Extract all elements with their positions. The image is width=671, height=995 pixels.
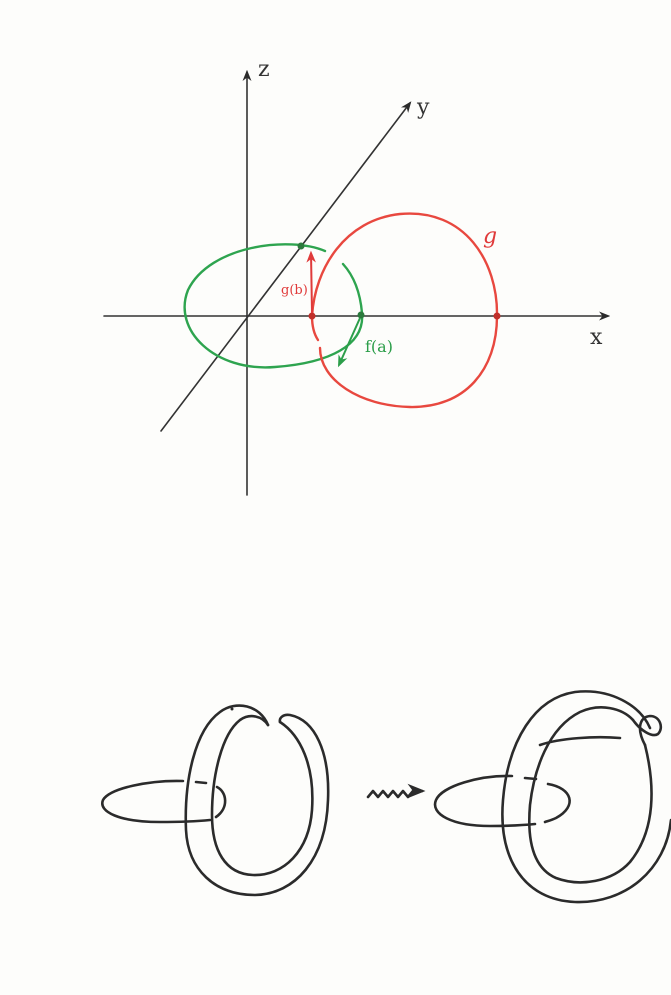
label-f-a: f(a) xyxy=(365,337,393,356)
point-a xyxy=(357,311,365,319)
flat-loop-left-dash xyxy=(194,780,208,785)
label-g-b: g(b) xyxy=(281,283,308,298)
curve-f xyxy=(183,243,364,369)
flat-loop-left-right-end xyxy=(214,785,227,819)
point-green-on-y-axis xyxy=(297,242,305,250)
big-ring-outer-left xyxy=(184,704,330,897)
curve-g-inner-segment xyxy=(310,314,320,342)
y-axis xyxy=(160,101,412,432)
big-ring-inner-left xyxy=(210,714,314,877)
point-b xyxy=(308,312,316,320)
vector-g-b xyxy=(306,250,316,314)
flat-loop-right xyxy=(433,774,537,828)
point-g-x-intercept xyxy=(493,312,501,320)
twist-loop-right xyxy=(631,714,663,747)
z-axis-label: z xyxy=(258,57,270,82)
label-g: g xyxy=(483,224,497,249)
link-diagram-right xyxy=(433,690,671,904)
ring-outer-right xyxy=(501,690,671,904)
vector-f-a xyxy=(338,317,361,368)
coordinate-diagram: z x y g g(b) f(a) xyxy=(103,57,611,496)
x-axis-label: x xyxy=(590,325,603,350)
strand-cross-right xyxy=(538,735,622,747)
flat-loop-right-far-end xyxy=(543,782,571,824)
y-axis-label: y xyxy=(416,95,430,120)
ring-inner-right xyxy=(528,706,653,884)
crossing-mark-left xyxy=(230,707,234,711)
link-diagram-left xyxy=(101,704,330,897)
squiggly-arrow-icon xyxy=(366,783,426,799)
flat-loop-left xyxy=(101,779,212,824)
curve-g xyxy=(310,212,499,409)
